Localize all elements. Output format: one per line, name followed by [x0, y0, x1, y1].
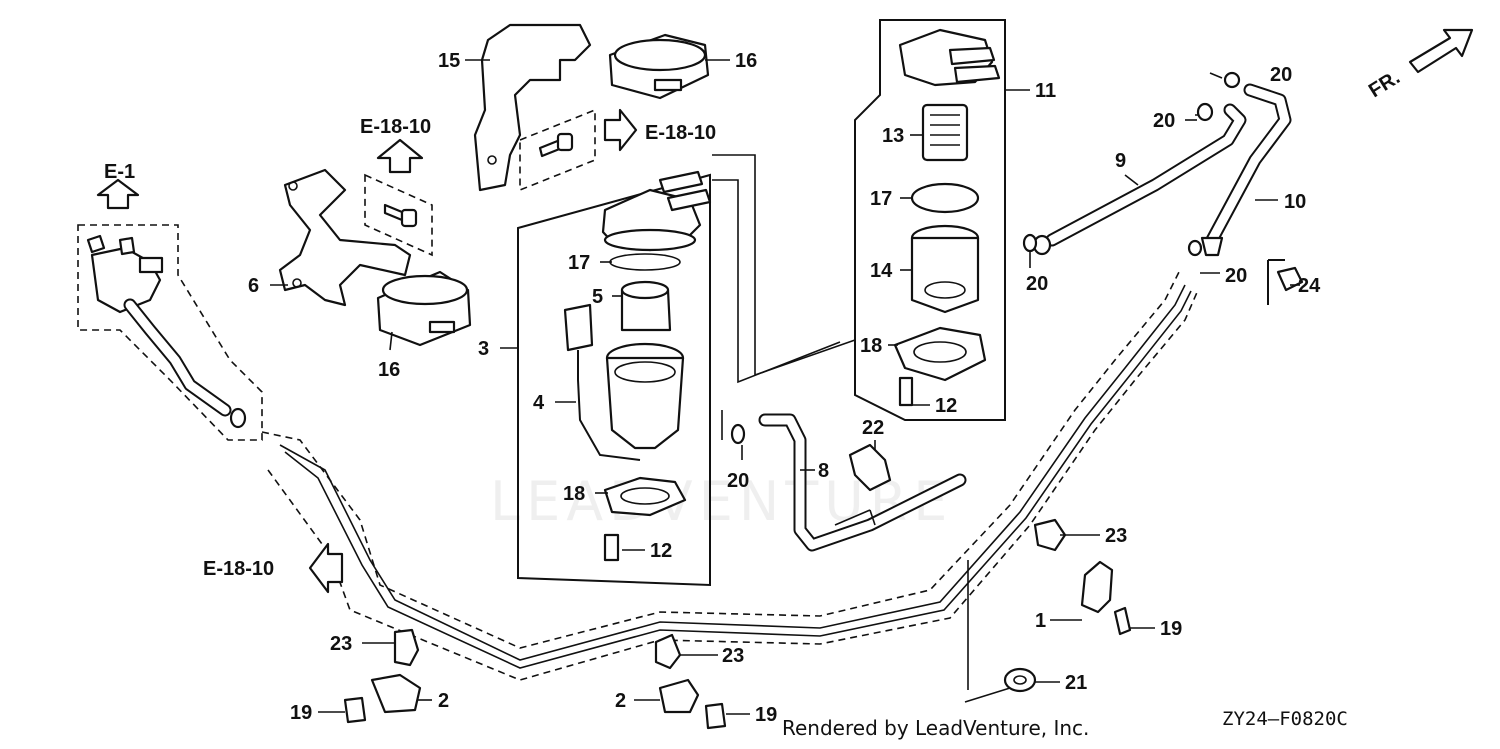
diagram-code: ZY24—F0820C — [1222, 708, 1348, 730]
part-label-23-center: 23 — [722, 645, 744, 667]
bracket-6 — [278, 168, 433, 307]
part-label-23-right: 23 — [1105, 525, 1127, 547]
part-label-17-left: 17 — [568, 252, 590, 274]
part-label-19-right: 19 — [1160, 618, 1182, 640]
clip-20-small — [1022, 233, 1203, 257]
clamp-16-lower — [376, 270, 472, 347]
ref-e18-10-left: E-18-10 — [203, 558, 274, 580]
part-label-4: 4 — [533, 392, 545, 414]
part-label-6: 6 — [248, 275, 259, 297]
clip-24 — [1267, 259, 1304, 305]
fuel-cock-assembly — [77, 224, 263, 441]
part-label-20-mid: 20 — [1153, 110, 1175, 132]
part-label-12-right: 12 — [935, 395, 957, 417]
part-label-10: 10 — [1284, 191, 1306, 213]
bracket-2-left — [343, 628, 422, 724]
part-label-20-hose: 20 — [1225, 265, 1247, 287]
part-label-15: 15 — [438, 50, 460, 72]
part-label-20-lower: 20 — [727, 470, 749, 492]
ref-e18-10-top: E-18-10 — [360, 116, 431, 138]
arrow-e18-10-top — [376, 138, 424, 174]
part-label-14: 14 — [870, 260, 893, 282]
arrow-e1 — [96, 178, 140, 210]
leader-lines — [270, 59, 1300, 715]
part-label-17-right: 17 — [870, 188, 892, 210]
part-label-16-upper: 16 — [735, 50, 757, 72]
clip-23-right — [1033, 518, 1067, 552]
part-label-22: 22 — [862, 417, 884, 439]
rendered-by: Rendered by LeadVenture, Inc. — [782, 716, 1090, 740]
ref-e18-10-right: E-18-10 — [645, 122, 716, 144]
hose-10 — [1200, 71, 1292, 257]
part-label-24: 24 — [1298, 275, 1321, 297]
part-label-3: 3 — [478, 338, 489, 360]
part-label-19-center: 19 — [755, 704, 777, 726]
part-label-8: 8 — [818, 460, 829, 482]
arrow-e18-10-left — [308, 542, 344, 594]
bracket-15 — [473, 23, 596, 192]
part-label-12-left: 12 — [650, 540, 672, 562]
part-label-18-left: 18 — [563, 483, 585, 505]
clamp-16-upper — [608, 33, 710, 100]
fuel-filter-assembly-11 — [854, 19, 1006, 421]
part-label-18-right: 18 — [860, 335, 882, 357]
terminal-21 — [964, 560, 1037, 703]
fuel-filter-assembly-3 — [517, 170, 712, 587]
part-label-5: 5 — [592, 286, 603, 308]
bracket-2-center — [654, 633, 727, 730]
part-label-1: 1 — [1035, 610, 1046, 632]
fuel-line-main — [261, 269, 1199, 681]
arrow-fr — [1408, 28, 1474, 74]
part-label-16-lower: 16 — [378, 359, 400, 381]
part-label-21: 21 — [1065, 672, 1087, 694]
part-label-20-filter: 20 — [1026, 273, 1048, 295]
part-label-19-left: 19 — [290, 702, 312, 724]
fuel-hose-8 — [712, 154, 967, 552]
part-label-20-top: 20 — [1270, 64, 1292, 86]
hose-9 — [1032, 102, 1247, 256]
part-label-13: 13 — [882, 125, 904, 147]
ref-e1: E-1 — [104, 161, 135, 183]
clip-22 — [848, 443, 892, 492]
part-label-2-center: 2 — [615, 690, 626, 712]
bracket-1 — [1080, 560, 1132, 636]
part-label-23-left: 23 — [330, 633, 352, 655]
direction-label: FR. — [1365, 67, 1404, 103]
part-label-9: 9 — [1115, 150, 1126, 172]
part-label-11: 11 — [1035, 80, 1056, 102]
part-label-2-left: 2 — [438, 690, 449, 712]
arrow-e18-10-right — [603, 108, 638, 152]
